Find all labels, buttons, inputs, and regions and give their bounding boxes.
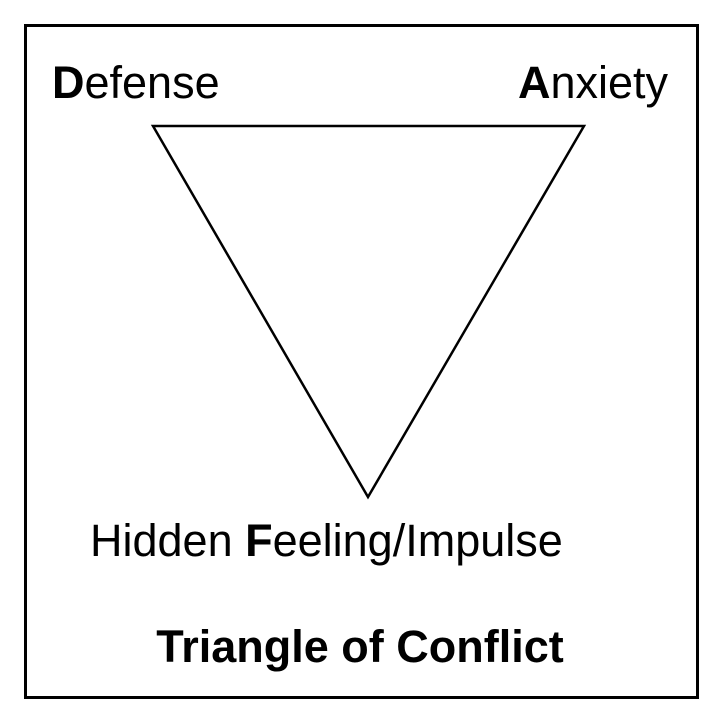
feeling-prefix: Hidden [90,515,246,566]
defense-initial: D [52,57,85,108]
vertex-label-anxiety: Anxiety [518,60,668,105]
anxiety-rest: nxiety [550,57,668,108]
defense-rest: efense [84,57,220,108]
feeling-initial: F [245,515,273,566]
vertex-label-feeling: Hidden Feeling/Impulse [90,518,563,563]
anxiety-initial: A [517,57,551,108]
feeling-rest: eeling/Impulse [272,515,563,566]
diagram-title: Triangle of Conflict [156,621,564,672]
diagram-frame [24,24,699,699]
vertex-label-defense: Defense [52,60,220,105]
